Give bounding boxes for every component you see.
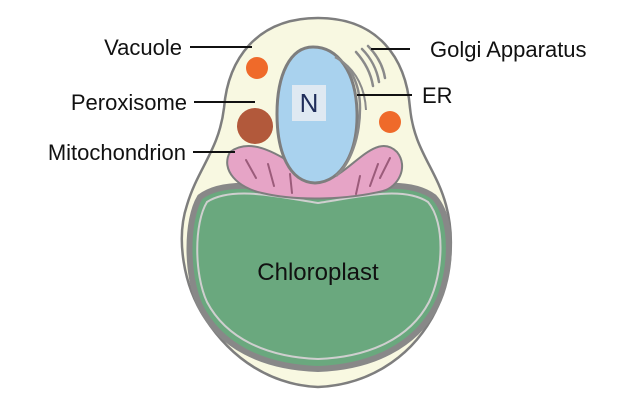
chloroplast-inner-membrane xyxy=(196,192,442,361)
vacuole-right xyxy=(379,111,401,133)
nucleus-label: N xyxy=(300,88,319,118)
er-label: ER xyxy=(422,83,453,108)
chloroplast-label: Chloroplast xyxy=(257,259,379,286)
peroxisome xyxy=(237,108,273,144)
er-membrane xyxy=(334,55,362,177)
golgi-apparatus xyxy=(354,44,387,88)
peroxisome-label: Peroxisome xyxy=(71,90,187,115)
vacuole-label: Vacuole xyxy=(104,35,182,60)
mitochondrion-label: Mitochondrion xyxy=(48,140,186,165)
golgi-label: Golgi Apparatus xyxy=(430,37,587,62)
mitochondrion-cristae xyxy=(245,157,391,195)
er-membrane-inner xyxy=(342,61,367,111)
vacuole xyxy=(246,57,268,79)
nucleus-label-box xyxy=(292,85,326,121)
